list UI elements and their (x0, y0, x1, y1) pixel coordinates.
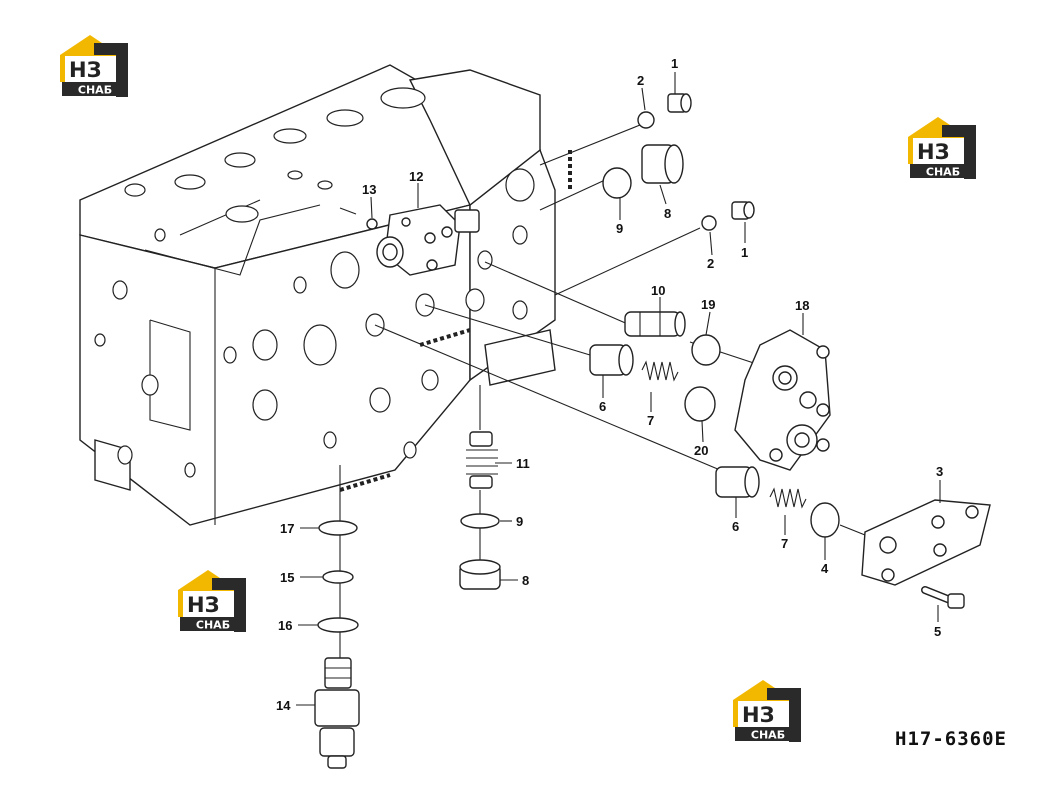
logo-brand: СНАБ (751, 729, 785, 742)
callout-5: 5 (934, 624, 941, 639)
callout-7-lower: 7 (781, 536, 788, 551)
callout-10: 10 (651, 283, 665, 298)
callout-11: 11 (516, 456, 530, 471)
part-18-cover-housing (734, 329, 831, 471)
callout-12: 12 (409, 169, 423, 184)
callout-15: 15 (280, 570, 294, 585)
part-1-plug-upper (667, 93, 692, 113)
part-2-oring-upper (637, 111, 655, 129)
part-20-oring (684, 386, 716, 422)
part-16-oring (317, 617, 359, 633)
callout-6-upper: 6 (599, 399, 606, 414)
part-13-oring (366, 218, 378, 230)
callout-20: 20 (694, 443, 708, 458)
logo-brand: СНАБ (78, 84, 112, 97)
brand-logo-bottom-right: НЗ СНАБ (733, 680, 801, 742)
callout-1-upper: 1 (671, 56, 678, 71)
brand-logo-top-left: НЗ СНАБ (60, 35, 128, 97)
callout-9-lower: 9 (516, 514, 523, 529)
callout-13: 13 (362, 182, 376, 197)
callout-19: 19 (701, 297, 715, 312)
callout-17: 17 (280, 521, 294, 536)
logo-mark: НЗ (917, 140, 950, 164)
callout-8-upper: 8 (664, 206, 671, 221)
callout-leaders (296, 72, 941, 706)
callout-8-lower: 8 (522, 573, 529, 588)
brand-logo-bottom-left: НЗ СНАБ (178, 570, 246, 632)
part-14-relief-valve (314, 657, 360, 769)
valve-body-ports (94, 87, 535, 478)
logo-mark: НЗ (69, 58, 102, 82)
part-3-cover-plate (861, 499, 991, 586)
part-8-plug-lower (459, 559, 501, 590)
logo-brand: СНАБ (196, 619, 230, 632)
part-8-plug-upper (641, 144, 684, 184)
part-6-poppet-upper (589, 344, 634, 376)
callout-9-upper: 9 (616, 221, 623, 236)
part-9-oring-upper (602, 167, 632, 199)
callout-3: 3 (936, 464, 943, 479)
callout-16: 16 (278, 618, 292, 633)
part-1-plug-lower (731, 201, 755, 220)
callout-18: 18 (795, 298, 809, 313)
callout-1-lower: 1 (741, 245, 748, 260)
callout-4: 4 (821, 561, 829, 576)
callout-7-upper: 7 (647, 413, 654, 428)
callout-2-upper: 2 (637, 73, 644, 88)
part-4-oring (810, 502, 840, 538)
logo-mark: НЗ (742, 703, 775, 727)
callout-6-lower: 6 (732, 519, 739, 534)
drawing-reference: H17-6360E (895, 728, 1007, 750)
callout-14: 14 (276, 698, 291, 713)
part-12-solenoid-valve (376, 204, 480, 276)
part-17-oring (318, 520, 358, 536)
valve-body (79, 64, 556, 526)
part-11-spring-assembly (466, 431, 498, 489)
part-10-cartridge (624, 311, 686, 337)
brand-logo-top-right: НЗ СНАБ (908, 117, 976, 179)
logo-brand: СНАБ (926, 166, 960, 179)
part-9-oring-lower (460, 513, 500, 529)
callout-labels: 1 2 1 2 8 9 13 12 10 19 18 6 7 20 11 9 8… (276, 56, 943, 713)
part-2-oring-lower (701, 215, 717, 231)
part-7-spring-lower (769, 487, 807, 509)
part-19-oring (691, 334, 721, 366)
part-5-bolt (921, 586, 965, 609)
part-6-poppet-lower (715, 466, 760, 498)
part-7-spring-upper (641, 360, 679, 382)
callout-2-lower: 2 (707, 256, 714, 271)
part-15-backup-ring (322, 570, 354, 584)
logo-mark: НЗ (187, 593, 220, 617)
